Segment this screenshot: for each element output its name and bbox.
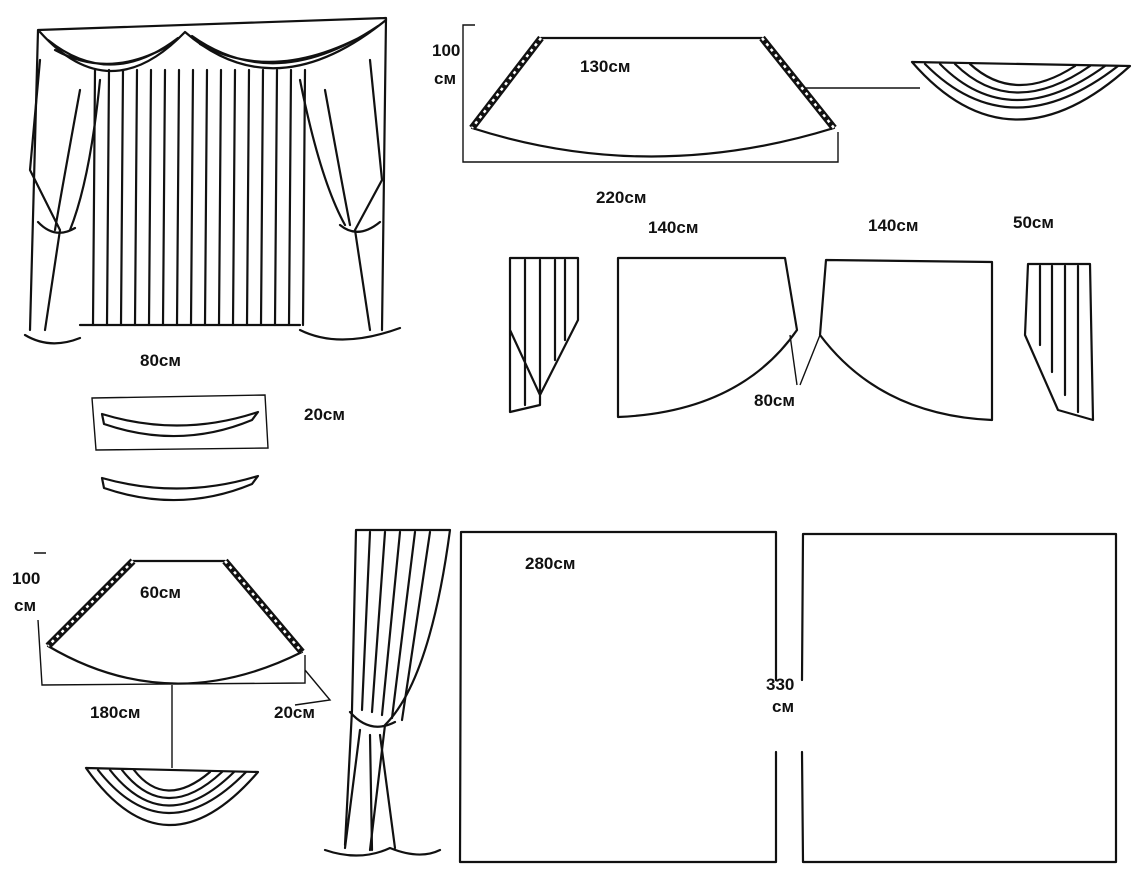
pleated-swag-2 <box>84 766 260 827</box>
right-panel-pattern <box>789 258 994 422</box>
curtain-height-unit: см <box>772 697 794 716</box>
pleat-line <box>147 68 153 327</box>
right-jabot <box>1023 262 1095 422</box>
pleat-line <box>217 68 223 327</box>
jabot-width-label: 50см <box>1013 213 1054 232</box>
tieback-length-label: 80см <box>140 351 181 370</box>
pleat-line <box>203 68 209 327</box>
tieback-patterns: 80см 20см <box>91 351 345 502</box>
left-panel-pattern <box>616 256 799 419</box>
curtain-height-label: 330 <box>766 675 794 694</box>
pleat-line <box>231 68 237 327</box>
curtain-width-label: 280см <box>525 554 575 573</box>
swag2-width-label: 180см <box>90 703 140 722</box>
pleat-line <box>301 68 307 327</box>
finished-curtain-illustration <box>23 16 402 345</box>
pleat-line <box>105 68 111 327</box>
pleat-line <box>259 68 265 327</box>
pleat-line <box>91 68 97 327</box>
pleat-line <box>245 68 251 327</box>
swag2-trim-label: 20см <box>274 703 315 722</box>
pleated-swag-1 <box>910 60 1132 121</box>
tieback-width-label: 20см <box>304 405 345 424</box>
swag2-height-label: 100 <box>12 569 40 588</box>
pleat-line <box>287 68 293 327</box>
swag1-height-label: 100 <box>432 41 460 60</box>
panel-right-width-label: 140см <box>868 216 918 235</box>
swag-pattern-2: 100 см 60см 180см 20см <box>12 552 332 768</box>
left-jabot <box>508 256 580 414</box>
curtain-panels: 280см 330 см <box>458 530 1118 864</box>
pleat-line <box>189 68 195 327</box>
pleat-line <box>273 68 279 327</box>
side-curtain-illustration <box>323 528 452 857</box>
swag1-width-label: 220см <box>596 188 646 207</box>
panel-curve-label: 80см <box>754 391 795 410</box>
swag2-top-label: 60см <box>140 583 181 602</box>
pleat-line <box>119 68 125 327</box>
swag2-height-unit: см <box>14 596 36 615</box>
pleat-line <box>175 68 181 327</box>
swag-pattern-1: 100 см 130см 220см <box>432 24 920 207</box>
panel-left-width-label: 140см <box>648 218 698 237</box>
pleat-line <box>133 68 139 327</box>
swag1-height-unit: см <box>434 69 456 88</box>
swag1-top-label: 130см <box>580 57 630 76</box>
pleat-line <box>161 68 167 327</box>
